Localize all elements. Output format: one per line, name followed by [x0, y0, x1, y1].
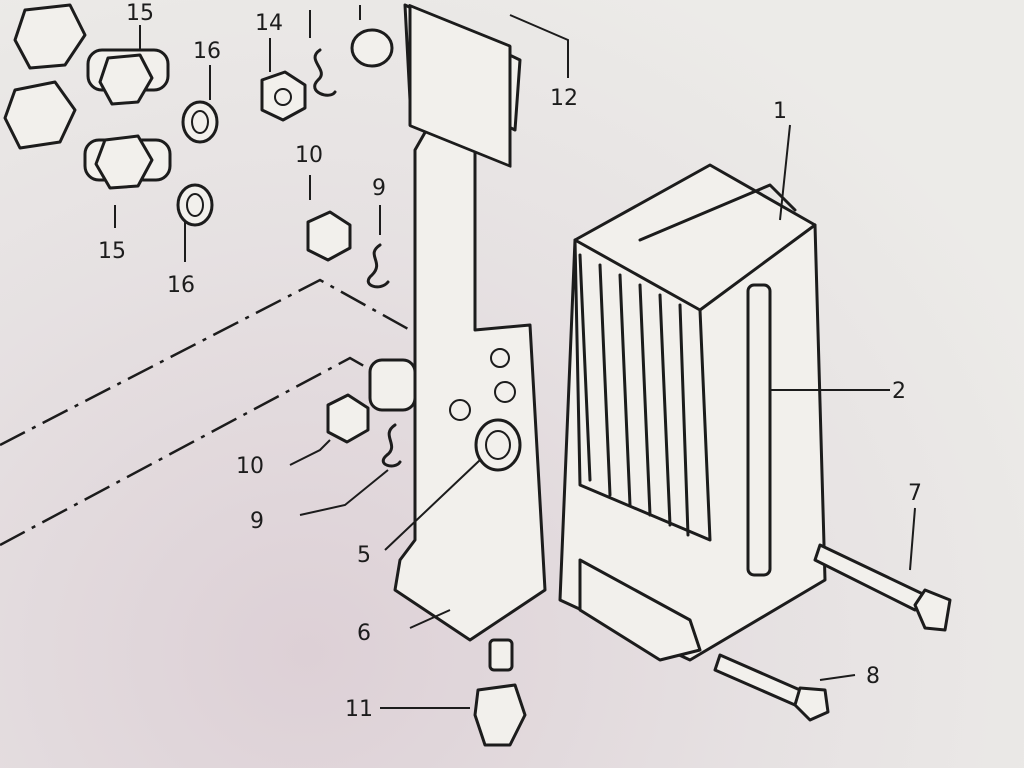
callout-10: 10: [236, 454, 264, 479]
callout-10: 10: [295, 143, 323, 168]
centerline: [0, 356, 386, 547]
bolt-8-part: [713, 653, 830, 722]
bolt-7-part: [813, 543, 952, 632]
strip-2-part: [746, 283, 772, 577]
callout-14: 14: [255, 11, 283, 36]
bracket-plate-12-part: [408, 4, 512, 168]
callout-9: 9: [250, 509, 264, 534]
bump-stop-11-part: [473, 638, 527, 747]
callout-16: 16: [167, 273, 195, 298]
centerline: [0, 278, 411, 447]
callout-1: 1: [773, 99, 787, 124]
washer-part: [350, 28, 394, 68]
callout-12: 12: [550, 86, 578, 111]
callout-15: 15: [98, 239, 126, 264]
union-nut-part: [3, 3, 87, 150]
fitting-15-part: [83, 48, 172, 190]
nut-10-part: [306, 210, 370, 444]
cooling-fins: [578, 253, 690, 537]
callout-5: 5: [357, 543, 371, 568]
callout-6: 6: [357, 621, 371, 646]
callout-8: 8: [866, 664, 880, 689]
callout-16: 16: [193, 39, 221, 64]
cooler-1-part: [558, 163, 827, 662]
callout-15: 15: [126, 1, 154, 26]
callout-9: 9: [372, 176, 386, 201]
lock-washer-9-part: [313, 48, 402, 468]
grommet-5-part: [474, 418, 522, 472]
callout-2: 2: [892, 379, 906, 404]
stud-part: [368, 358, 417, 412]
callout-11: 11: [345, 697, 373, 722]
washer-16-part: [176, 100, 219, 227]
nut-14-part: [260, 70, 307, 122]
callout-7: 7: [908, 481, 922, 506]
